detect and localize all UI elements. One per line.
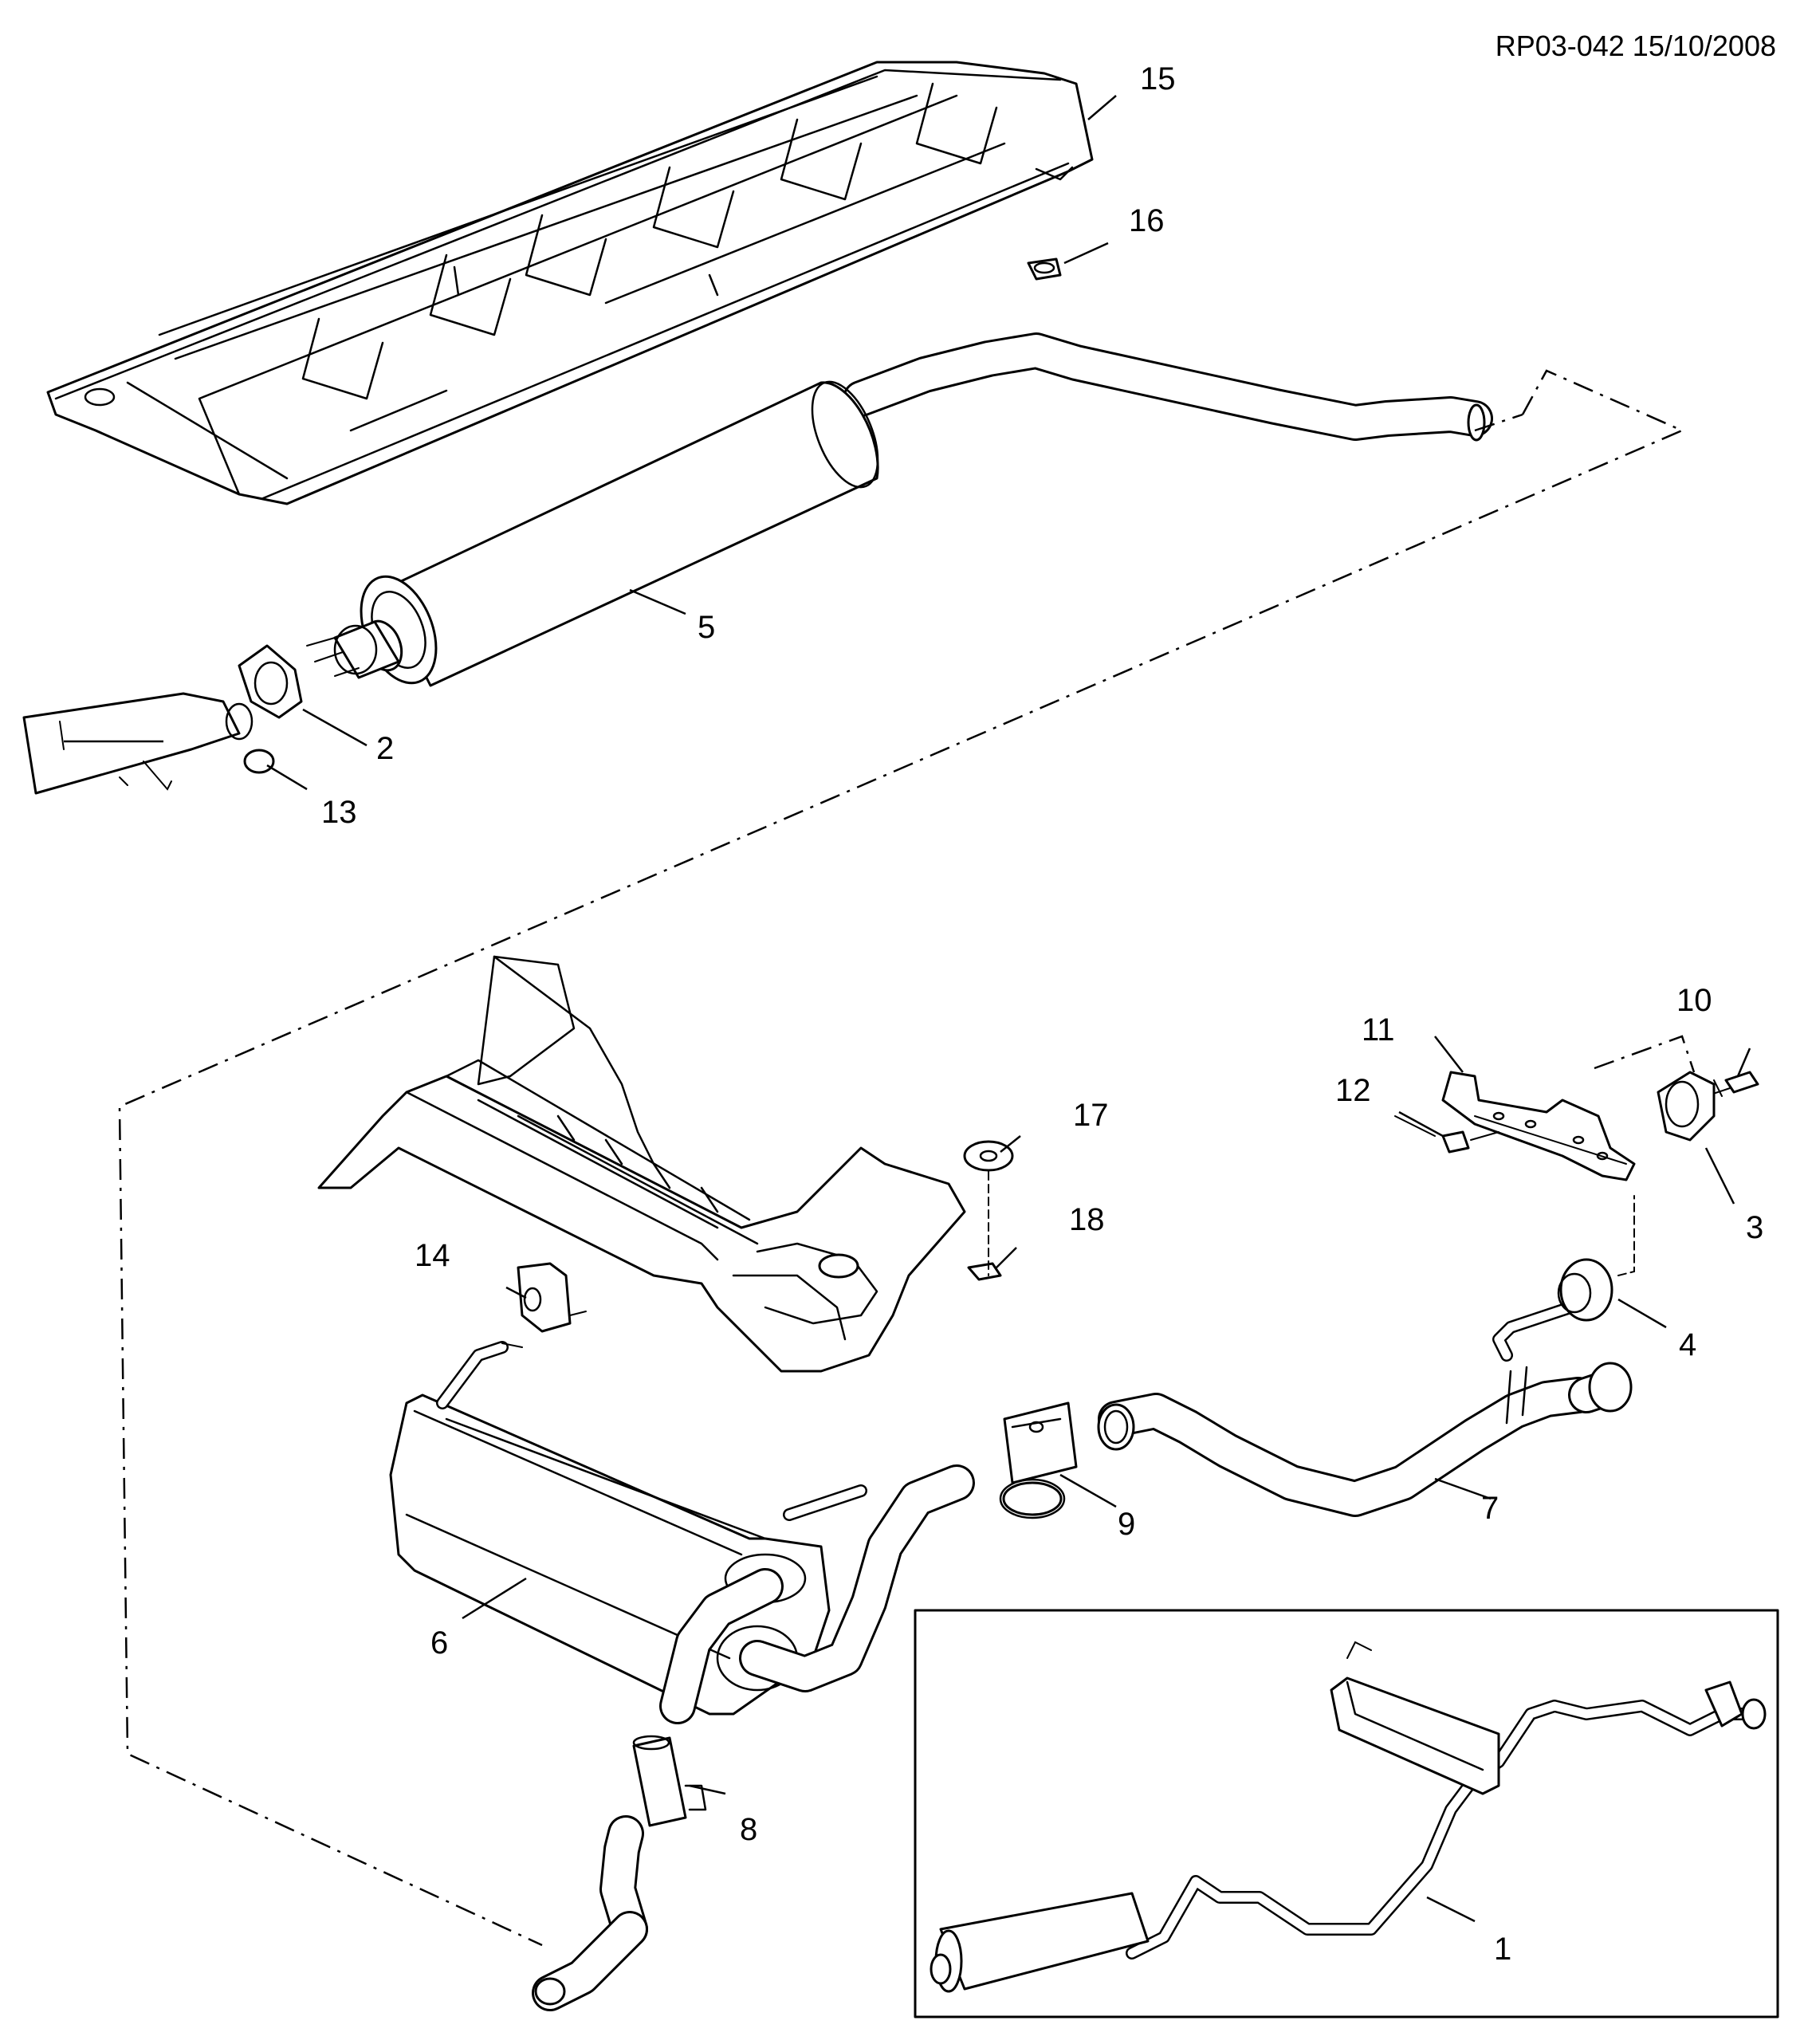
hanger-strap-drawing (1594, 1035, 1716, 1142)
front-muffler-drawing (306, 332, 1493, 687)
part-labels: 15 16 5 2 13 17 18 14 10 11 12 3 4 7 9 6… (321, 61, 1763, 1967)
assembly-boundary-dashed (118, 369, 1685, 1947)
clamp-lower-drawing (632, 1735, 707, 1827)
rubber-hanger-drawing (501, 1262, 587, 1348)
leader-lines (266, 95, 1751, 1923)
part-label-2: 2 (376, 731, 394, 766)
part-label-18: 18 (1069, 1202, 1105, 1237)
part-label-9: 9 (1118, 1507, 1135, 1542)
hanger-bush-drawing (1492, 1195, 1635, 1362)
part-label-13: 13 (321, 795, 357, 830)
silencer-outlet-pipe-drawing (739, 1464, 975, 1692)
part-label-14: 14 (415, 1238, 450, 1273)
part-label-16: 16 (1129, 203, 1165, 238)
front-pipe-stub-drawing (22, 692, 275, 795)
silencer-inlet-pipe-drawing (659, 1568, 784, 1724)
clamp-mid-drawing (999, 1401, 1078, 1519)
part-label-12: 12 (1335, 1073, 1371, 1108)
part-label-15: 15 (1140, 61, 1176, 96)
part-label-3: 3 (1746, 1210, 1763, 1245)
dashed-connector-upper (1474, 413, 1523, 432)
mounting-bracket-drawing (1441, 1071, 1636, 1181)
lower-pipe-drawing (532, 1815, 648, 2011)
nut-drawing (1394, 1115, 1499, 1154)
part-label-17: 17 (1073, 1098, 1109, 1133)
part-label-7: 7 (1481, 1491, 1499, 1526)
clip-drawing (1027, 257, 1062, 281)
gasket-drawing (238, 644, 303, 719)
part-label-10: 10 (1676, 983, 1712, 1018)
complete-exhaust-assembly-drawing (930, 1641, 1767, 1993)
part-label-11: 11 (1362, 1012, 1395, 1048)
tail-pipe-drawing (1097, 1362, 1633, 1517)
part-label-6: 6 (430, 1625, 448, 1661)
part-label-8: 8 (740, 1812, 757, 1847)
part-label-4: 4 (1679, 1327, 1696, 1362)
document-reference: RP03-042 15/10/2008 (1496, 29, 1776, 62)
part-label-5: 5 (698, 610, 715, 645)
heat-shield-drawing (46, 61, 1094, 505)
rear-crossmember-drawing (317, 955, 1014, 1373)
part-label-1: 1 (1494, 1932, 1511, 1967)
